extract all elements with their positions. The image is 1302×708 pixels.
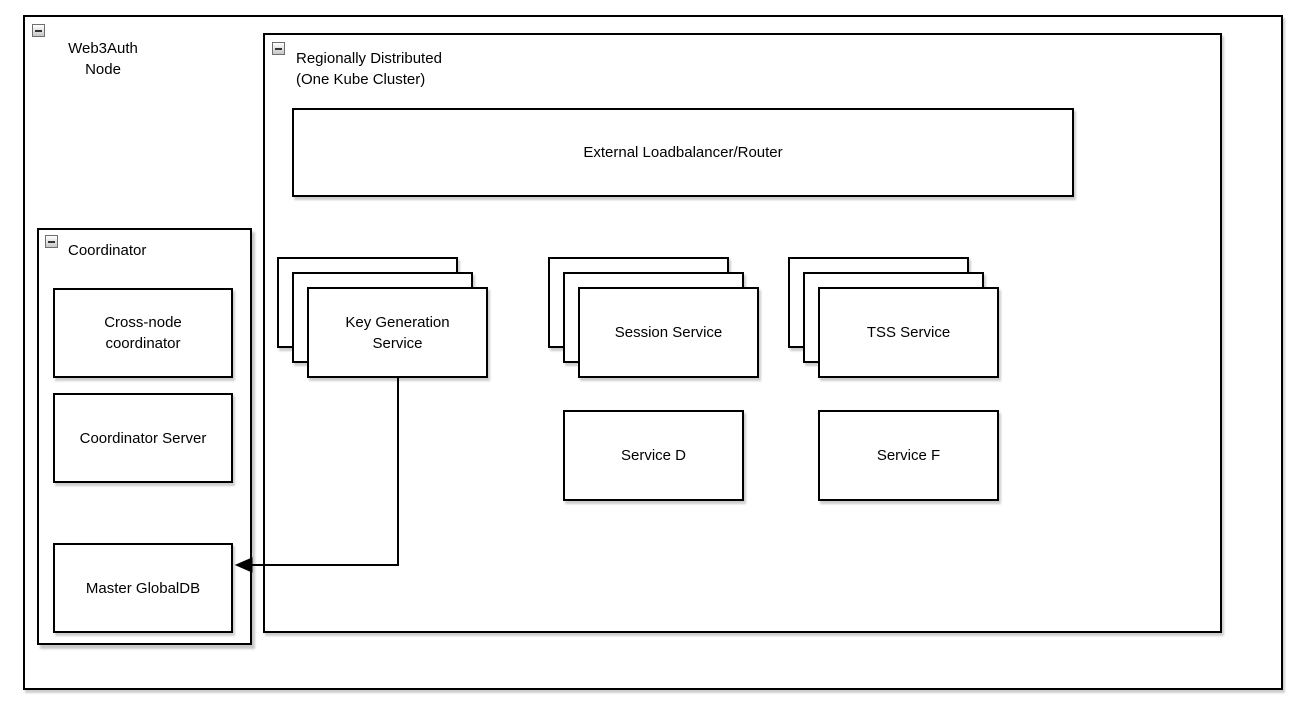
node-label: External Loadbalancer/Router bbox=[583, 144, 783, 161]
node-label: TSS Service bbox=[866, 324, 951, 341]
node-label-wrap: Service F bbox=[820, 412, 997, 499]
edge-line[interactable] bbox=[251, 378, 399, 566]
arrowhead-icon bbox=[234, 557, 253, 573]
node-label: Key Generation Service bbox=[345, 313, 450, 352]
node-service-f[interactable]: Service F bbox=[818, 410, 999, 501]
node-coordinator-server[interactable]: Coordinator Server bbox=[53, 393, 233, 483]
container-label-web3auth-node: Web3Auth Node bbox=[68, 40, 138, 78]
node-label: Service D bbox=[620, 447, 687, 464]
node-label-wrap: Service D bbox=[565, 412, 742, 499]
node-cross-node-coordinator[interactable]: Cross-node coordinator bbox=[53, 288, 233, 378]
node-label-wrap: Session Service bbox=[580, 289, 757, 376]
node-master-globaldb[interactable]: Master GlobalDB bbox=[53, 543, 233, 633]
node-label-wrap: Master GlobalDB bbox=[55, 545, 231, 631]
collapse-minus-icon[interactable] bbox=[45, 235, 58, 248]
node-external-loadbalancer[interactable]: External Loadbalancer/Router bbox=[292, 108, 1074, 197]
node-tss-service[interactable]: TSS Service bbox=[818, 287, 999, 378]
node-label-wrap: Cross-node coordinator bbox=[55, 290, 231, 376]
collapse-minus-icon[interactable] bbox=[32, 24, 45, 37]
minus-bar bbox=[48, 240, 55, 243]
node-session-service[interactable]: Session Service bbox=[578, 287, 759, 378]
container-label-coordinator: Coordinator bbox=[68, 242, 147, 259]
node-label: Master GlobalDB bbox=[85, 579, 201, 597]
node-label-wrap: Coordinator Server bbox=[55, 395, 231, 481]
node-label: Service F bbox=[876, 447, 941, 464]
node-label: Session Service bbox=[614, 324, 723, 341]
minus-bar bbox=[35, 29, 42, 32]
node-label: Cross-node coordinator bbox=[104, 314, 182, 352]
node-label-wrap: External Loadbalancer/Router bbox=[294, 110, 1072, 195]
node-label-wrap: Key Generation Service bbox=[309, 289, 486, 376]
node-service-d[interactable]: Service D bbox=[563, 410, 744, 501]
node-label: Coordinator Server bbox=[79, 429, 207, 447]
minus-bar bbox=[275, 47, 282, 50]
node-key-generation-service[interactable]: Key Generation Service bbox=[307, 287, 488, 378]
container-label-regionally-distributed: Regionally Distributed (One Kube Cluster… bbox=[296, 50, 442, 88]
node-label-wrap: TSS Service bbox=[820, 289, 997, 376]
collapse-minus-icon[interactable] bbox=[272, 42, 285, 55]
